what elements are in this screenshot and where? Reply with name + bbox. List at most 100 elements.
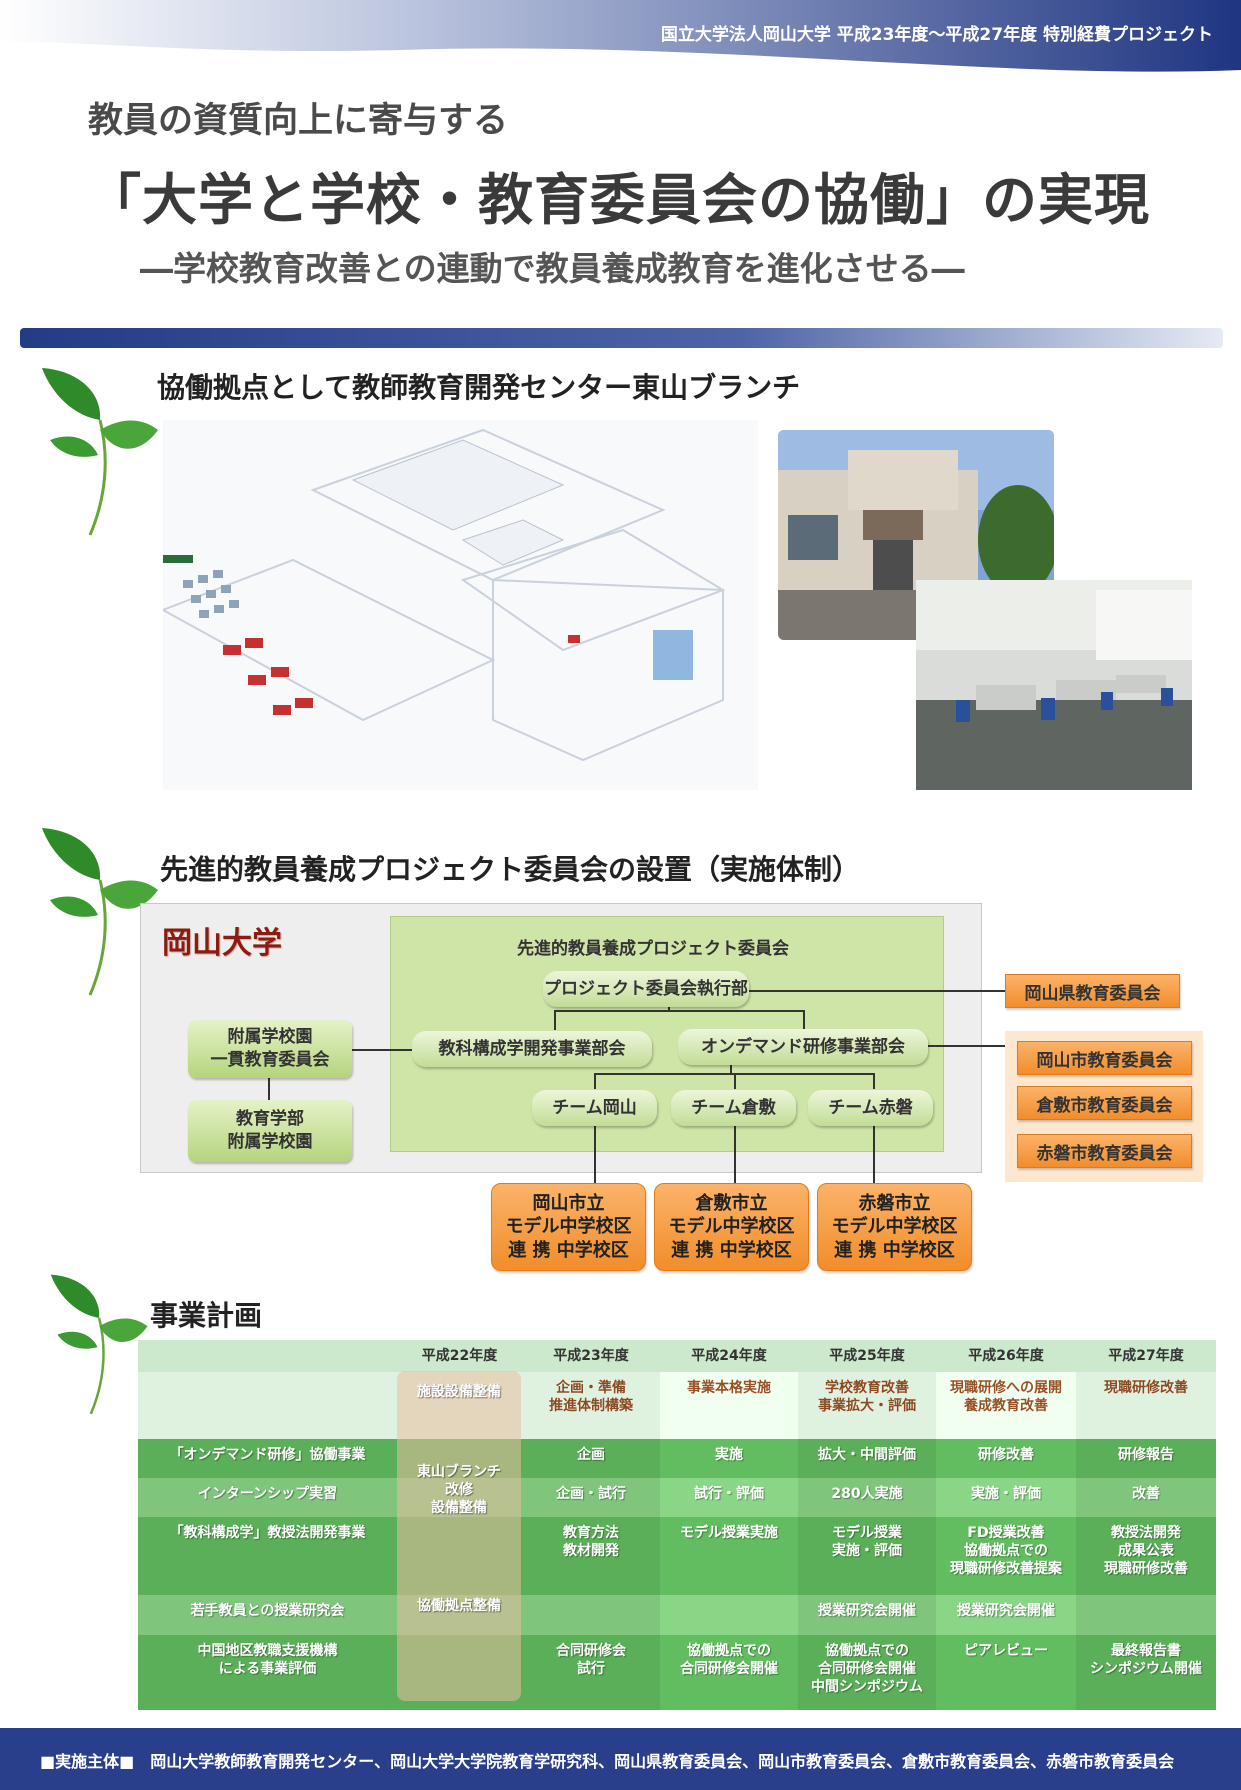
model-district-box: 倉敷市立 モデル中学校区 連 携 中学校区 <box>654 1183 809 1271</box>
table-row: 企画・準備 推進体制構築 事業本格実施 学校教育改善 事業拡大・評価 現職研修へ… <box>138 1372 1216 1439</box>
team-okayama-box: チーム岡山 <box>532 1090 657 1126</box>
phase-cell: 現職研修への展開 養成教育改善 <box>936 1372 1076 1439</box>
table-cell: 教育方法 教材開発 <box>522 1517 660 1595</box>
table-cell: モデル授業実施 <box>660 1517 798 1595</box>
table-header-row: 平成22年度 平成23年度 平成24年度 平成25年度 平成26年度 平成27年… <box>138 1340 1216 1372</box>
table-cell: 企画 <box>522 1439 660 1478</box>
faculty-schools-box: 教育学部 附属学校園 <box>188 1100 352 1162</box>
district-partner: 連 携 中学校区 <box>834 1239 955 1261</box>
district-model: モデル中学校区 <box>505 1216 632 1238</box>
team-kurashiki-box: チーム倉敷 <box>671 1090 796 1126</box>
connector-line <box>554 1010 556 1030</box>
phase-cell: 企画・準備 推進体制構築 <box>522 1372 660 1439</box>
city-board-box: 岡山市教育委員会 <box>1017 1041 1192 1075</box>
phase-cell: 現職研修改善 <box>1076 1372 1216 1439</box>
org-committee-title: 先進的教員養成プロジェクト委員会 <box>517 939 789 959</box>
table-cell: 協働拠点での 合同研修会開催 <box>660 1635 798 1710</box>
row-label: 若手教員との授業研究会 <box>138 1595 397 1635</box>
h22-highlight <box>397 1371 521 1701</box>
phase-cell: 学校教育改善 事業拡大・評価 <box>798 1372 936 1439</box>
table-row: 「オンデマンド研修」協働事業 企画 実施 拡大・中間評価 研修改善 研修報告 <box>138 1439 1216 1478</box>
table-cell: 最終報告書 シンポジウム開催 <box>1076 1635 1216 1710</box>
table-cell: 280人実施 <box>798 1478 936 1517</box>
table-row: 若手教員との授業研究会 授業研究会開催 授業研究会開催 <box>138 1595 1216 1635</box>
h22-hub-text: 協働拠点整備 <box>417 1598 501 1614</box>
page-subtitle: ―学校教育改善との連動で教員養成教育を進化させる― <box>140 249 965 288</box>
year-header: 平成22年度 <box>397 1340 522 1372</box>
year-header: 平成26年度 <box>936 1340 1076 1372</box>
section-heading-plan: 事業計画 <box>150 1299 263 1332</box>
schedule-table: 平成22年度 平成23年度 平成24年度 平成25年度 平成26年度 平成27年… <box>138 1340 1216 1710</box>
table-cell: モデル授業 実施・評価 <box>798 1517 936 1595</box>
h22-phase-text: 施設設備整備 <box>417 1384 501 1400</box>
table-row: インターンシップ実習 企画・試行 試行・評価 280人実施 実施・評価 改善 <box>138 1478 1216 1517</box>
district-model: モデル中学校区 <box>831 1216 958 1238</box>
project-label: 国立大学法人岡山大学 平成23年度〜平成27年度 特別経費プロジェクト <box>660 25 1213 45</box>
row-label: 中国地区教職支援機構 による事業評価 <box>138 1635 397 1710</box>
district-city: 倉敷市立 <box>695 1192 768 1214</box>
year-header: 平成27年度 <box>1076 1340 1216 1372</box>
table-cell: ピアレビュー <box>936 1635 1076 1710</box>
leaf-icon <box>42 828 158 996</box>
year-header: 平成25年度 <box>798 1340 936 1372</box>
connector-line <box>803 1010 805 1030</box>
table-cell: FD授業改善 協働拠点での 現職研修改善提案 <box>936 1517 1076 1595</box>
connector-line <box>734 1125 736 1183</box>
table-cell: 実施 <box>660 1439 798 1478</box>
year-header: 平成24年度 <box>660 1340 798 1372</box>
prefecture-board-box: 岡山県教育委員会 <box>1005 974 1180 1008</box>
row-label: インターンシップ実習 <box>138 1478 397 1517</box>
row-label: 「オンデマンド研修」協働事業 <box>138 1439 397 1478</box>
connector-line <box>730 1062 732 1074</box>
phase-cell: 事業本格実施 <box>660 1372 798 1439</box>
connector-line <box>928 1045 1005 1047</box>
ondemand-dept-box: オンデマンド研修事業部会 <box>678 1029 928 1065</box>
org-university-label: 岡山大学 <box>162 926 282 961</box>
table-cell: 改善 <box>1076 1478 1216 1517</box>
table-cell <box>522 1595 660 1635</box>
connector-line <box>594 1125 596 1183</box>
table-cell: 研修報告 <box>1076 1439 1216 1478</box>
lead-text: 教員の資質向上に寄与する <box>88 101 509 141</box>
table-row: 「教科構成学」教授法開発事業 教育方法 教材開発 モデル授業実施 モデル授業 実… <box>138 1517 1216 1595</box>
row-label <box>138 1372 397 1439</box>
table-cell: 研修改善 <box>936 1439 1076 1478</box>
floor-plan-image <box>163 420 758 790</box>
classroom-photo <box>916 580 1192 790</box>
year-header: 平成23年度 <box>522 1340 660 1372</box>
district-city: 岡山市立 <box>532 1192 605 1214</box>
city-board-box: 赤磐市教育委員会 <box>1017 1134 1192 1168</box>
leaf-icon <box>50 1274 148 1415</box>
footer-text: ■実施主体■ 岡山大学教師教育開発センター、岡山大学大学院教育学研究科、岡山県教… <box>40 1752 1175 1771</box>
connector-line <box>873 1125 875 1183</box>
district-partner: 連 携 中学校区 <box>508 1239 629 1261</box>
table-row: 中国地区教職支援機構 による事業評価 合同研修会 試行 協働拠点での 合同研修会… <box>138 1635 1216 1710</box>
city-board-box: 倉敷市教育委員会 <box>1017 1086 1192 1120</box>
table-cell <box>1076 1595 1216 1635</box>
connector-line <box>748 990 1005 992</box>
table-corner <box>138 1340 397 1372</box>
team-akaiwa-box: チーム赤磐 <box>808 1090 933 1126</box>
table-cell: 教授法開発 成果公表 現職研修改善 <box>1076 1517 1216 1595</box>
executive-board-box: プロジェクト委員会執行部 <box>543 971 749 1007</box>
row-label: 「教科構成学」教授法開発事業 <box>138 1517 397 1595</box>
model-district-box: 赤磐市立 モデル中学校区 連 携 中学校区 <box>817 1183 972 1271</box>
district-city: 赤磐市立 <box>858 1192 931 1214</box>
affiliated-committee-box: 附属学校園 一貫教育委員会 <box>188 1020 352 1078</box>
district-model: モデル中学校区 <box>668 1216 795 1238</box>
table-cell: 拡大・中間評価 <box>798 1439 936 1478</box>
section-heading-branch: 協働拠点として教師教育開発センター東山ブランチ <box>157 371 801 404</box>
divider-bar <box>20 328 1223 348</box>
connector-line <box>594 1073 596 1089</box>
footer-bar: ■実施主体■ 岡山大学教師教育開発センター、岡山大学大学院教育学研究科、岡山県教… <box>0 1728 1241 1790</box>
h22-branch-text: 東山ブランチ 改修 設備整備 <box>417 1464 501 1517</box>
connector-line <box>734 1073 736 1089</box>
connector-line <box>348 1049 412 1051</box>
district-partner: 連 携 中学校区 <box>671 1239 792 1261</box>
page-title: 「大学と学校・教育委員会の協働」の実現 <box>86 168 1151 232</box>
connector-line <box>873 1073 875 1089</box>
leaf-icon <box>42 368 158 536</box>
table-cell: 企画・試行 <box>522 1478 660 1517</box>
section-heading-organization: 先進的教員養成プロジェクト委員会の設置（実施体制） <box>160 853 861 886</box>
table-cell: 合同研修会 試行 <box>522 1635 660 1710</box>
